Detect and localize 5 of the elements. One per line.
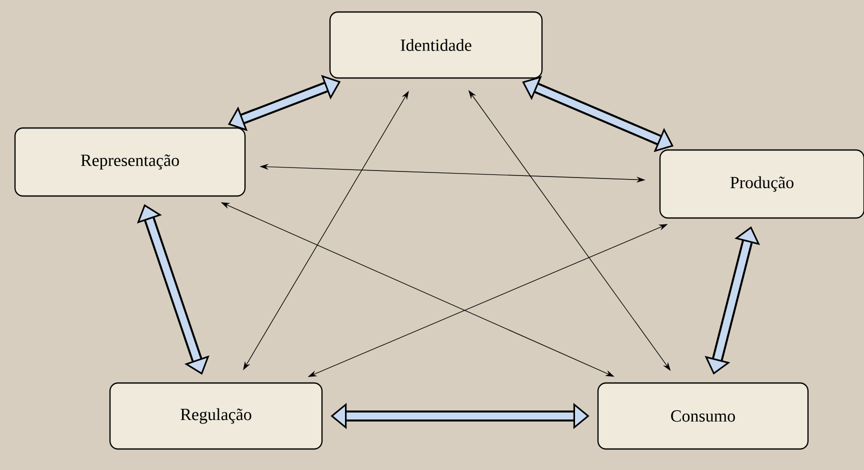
- process-box: Produção: [659, 149, 864, 219]
- process-box: Identidade: [329, 11, 543, 79]
- process-box: Regulação: [109, 382, 323, 450]
- process-box: Consumo: [597, 382, 809, 450]
- process-box: Representação: [14, 127, 246, 197]
